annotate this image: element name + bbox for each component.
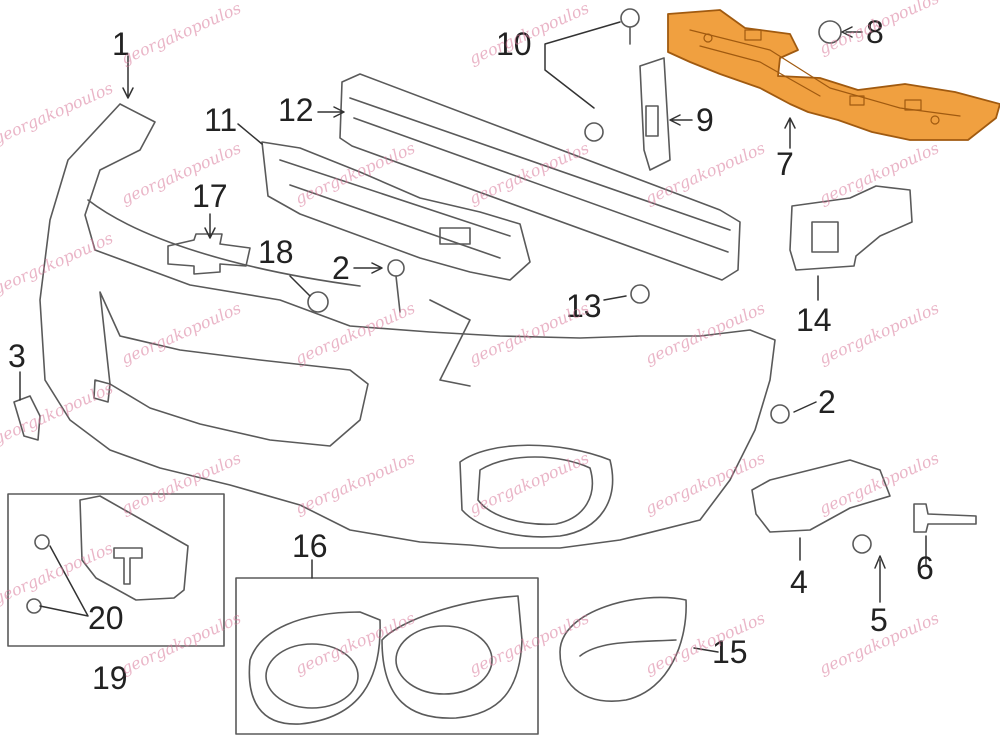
callout-8: 8 <box>866 14 884 50</box>
part-5-bolt <box>852 534 872 554</box>
part-2-bolt-upper <box>387 259 405 277</box>
leader-lines <box>19 21 927 653</box>
callout-19: 19 <box>92 660 128 696</box>
callout-15: 15 <box>712 634 748 670</box>
callout-3: 3 <box>8 338 26 374</box>
callout-2-lower: 2 <box>818 384 836 420</box>
part-8-clip <box>818 20 842 44</box>
part-20-screw-b <box>26 598 42 614</box>
part-2-clip-lower <box>770 404 790 424</box>
bumper-crease <box>87 199 361 287</box>
callout-7: 7 <box>776 146 794 182</box>
callout-1: 1 <box>112 26 130 62</box>
part-1-bumper-cover <box>39 103 776 549</box>
callout-11: 11 <box>204 102 238 138</box>
part-15-lamp <box>559 596 687 702</box>
part-11-absorber <box>261 141 531 281</box>
callout-12: 12 <box>278 92 314 128</box>
part-20-screw-a <box>34 534 50 550</box>
callout-13: 13 <box>566 288 602 324</box>
callout-17: 17 <box>192 178 228 214</box>
callout-18: 18 <box>258 234 294 270</box>
part-19-plate-bracket <box>79 495 189 601</box>
part-10-bolt-lower <box>584 122 604 142</box>
part-14-bracket <box>789 185 913 271</box>
part-4-bracket <box>751 459 891 533</box>
callout-20: 20 <box>88 600 124 636</box>
part-3-bracket <box>13 395 41 441</box>
fog-lamp-opening <box>459 444 614 538</box>
callout-10: 10 <box>496 26 532 62</box>
part-9-bracket <box>639 57 671 171</box>
callout-16: 16 <box>292 528 328 564</box>
bumper-vent <box>429 299 471 387</box>
part-16-bezel-left <box>248 611 381 725</box>
part-6-rivet <box>913 503 977 533</box>
part-7-deflector <box>667 9 1000 141</box>
part-17-emblem <box>167 233 251 275</box>
part-16-bezel-right <box>381 595 523 719</box>
part-12-reinforcement <box>339 73 741 281</box>
part-7-details <box>689 29 961 125</box>
box-16 <box>235 577 539 735</box>
part-13-bolt <box>630 284 650 304</box>
part-18-clip <box>307 291 329 313</box>
callout-4: 4 <box>790 564 808 600</box>
callout-6: 6 <box>916 550 934 586</box>
part-10-bolt-upper <box>620 8 640 28</box>
grille-opening <box>99 291 369 447</box>
callout-2-upper: 2 <box>332 250 350 286</box>
callout-9: 9 <box>696 102 714 138</box>
box-19 <box>7 493 225 647</box>
callout-14: 14 <box>796 302 832 338</box>
callout-5: 5 <box>870 602 888 638</box>
